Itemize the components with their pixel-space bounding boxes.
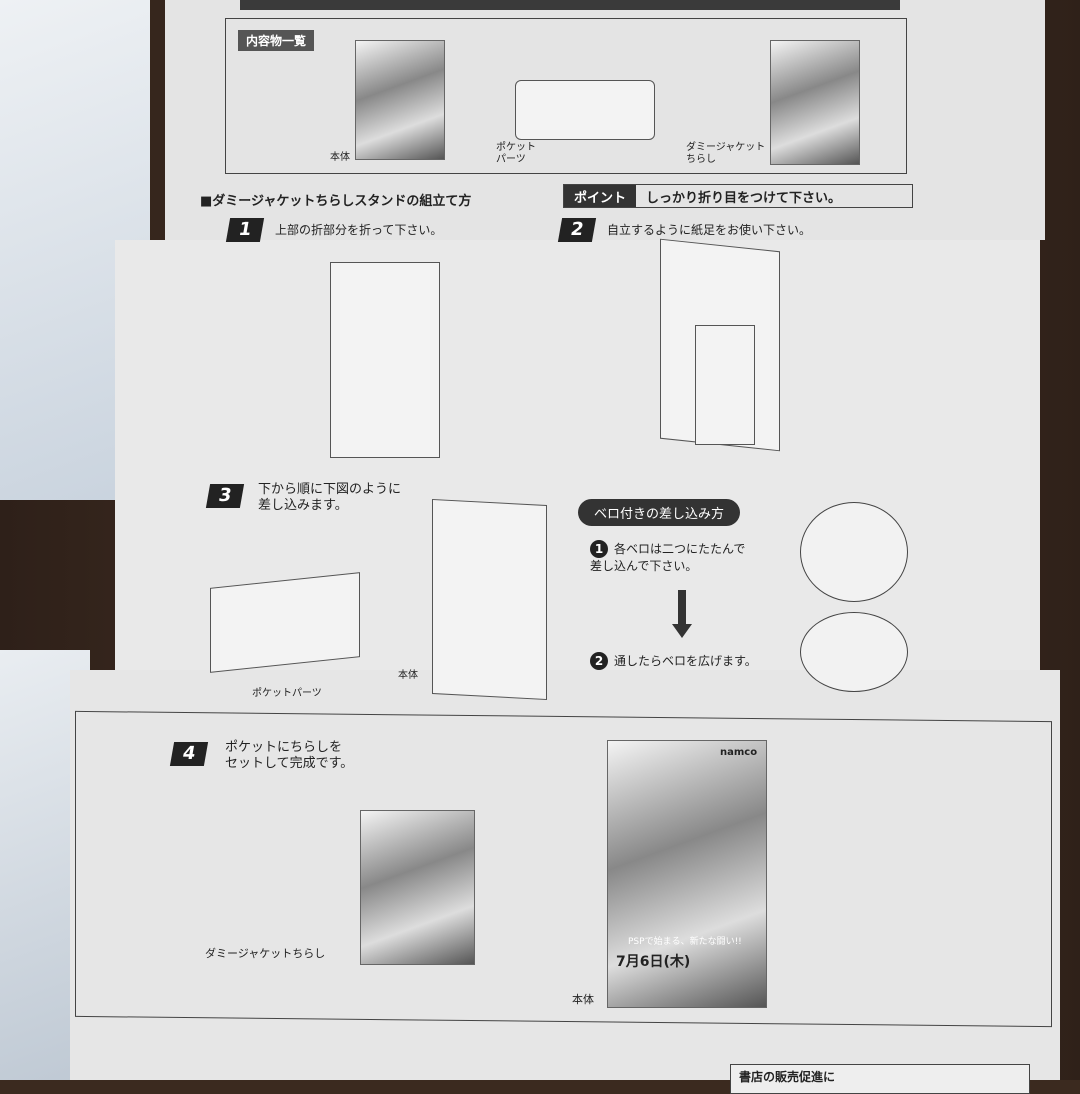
contents-item-body: 本体 [330, 152, 350, 163]
contents-label: 内容物一覧 [238, 30, 315, 51]
flyer-image [360, 810, 475, 965]
top-band [240, 0, 900, 10]
step-3-pocket-label: ポケットパーツ [252, 688, 322, 699]
step-1-text: 上部の折部分を折って下さい。 [275, 223, 443, 237]
paper-bottom-panel [70, 670, 1060, 1080]
contents-item-flyer: ダミージャケット ちらし [686, 142, 766, 165]
tab-step-1-text: 各ベロは二つにたたんで 差し込んで下さい。 [590, 542, 746, 573]
step-4-number: 4 [169, 742, 209, 766]
tab-insert-step-2: 2 通したらベロを広げます。 [590, 652, 757, 670]
flyer-cover-image [770, 40, 860, 165]
step-4-flyer-label: ダミージャケットちらし [205, 947, 326, 960]
step-4-text: ポケットにちらしを セットして完成です。 [225, 740, 354, 771]
down-arrow-icon [678, 590, 686, 626]
section-title: ■ダミージャケットちらしスタンドの組立て方 [200, 194, 472, 209]
bottom-note-box: 書店の販売促進に [730, 1064, 1030, 1094]
step-3-body-diagram [432, 498, 547, 701]
brand-logo: namco [720, 747, 758, 758]
pocket-part-image [515, 80, 655, 140]
point-banner: ポイント しっかり折り目をつけて下さい。 [563, 184, 913, 208]
tab-step-2-number: 2 [590, 652, 608, 670]
cover-tagline: PSPで始まる、新たな闘い!! [628, 937, 742, 947]
step-3-number: 3 [205, 484, 245, 508]
step-2-number: 2 [557, 218, 597, 242]
step-3-body-label: 本体 [398, 670, 418, 681]
pocket-part-diagram [210, 572, 360, 673]
step-3-text: 下から順に下図のように 差し込みます。 [258, 482, 402, 513]
tab-detail-circle-1 [800, 502, 908, 602]
step-2-text: 自立するように紙足をお使い下さい。 [607, 223, 812, 237]
point-text: しっかり折り目をつけて下さい。 [646, 191, 842, 206]
step-4-box [75, 710, 1052, 1028]
tab-insert-title: ベロ付きの差し込み方 [578, 499, 741, 526]
contents-box [225, 18, 907, 174]
tab-step-1-number: 1 [590, 540, 608, 558]
down-arrow-head-icon [672, 624, 692, 638]
body-cover-image [355, 40, 445, 160]
point-label: ポイント [564, 185, 637, 207]
step-4-body-label: 本体 [572, 993, 594, 1006]
step-1-diagram [330, 262, 440, 458]
tab-step-2-text: 通したらベロを広げます。 [614, 654, 757, 668]
step-1-number: 1 [225, 218, 265, 242]
contents-item-pocket: ポケット パーツ [496, 142, 536, 165]
stand-finished-image: namco PSPで始まる、新たな闘い!! 7月6日(木) [607, 740, 767, 1008]
cover-date: 7月6日(木) [616, 954, 691, 970]
tab-detail-circle-2 [800, 612, 908, 692]
step-2-leg [695, 325, 755, 445]
